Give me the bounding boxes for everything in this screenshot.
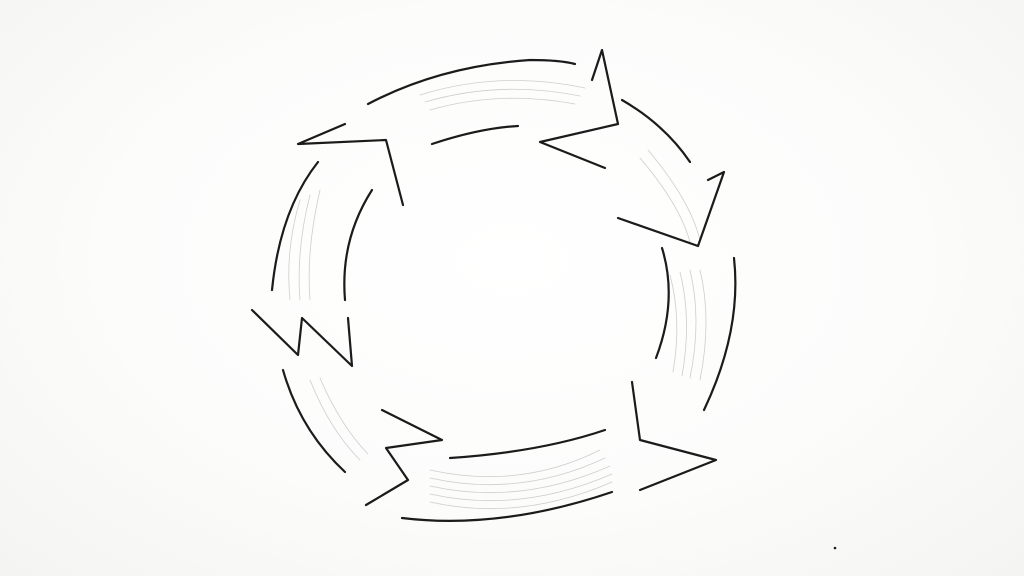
arc-outer-right <box>702 256 737 412</box>
arc-outer-top <box>366 58 577 106</box>
arc-inner-top <box>430 124 520 146</box>
arc-outer-bottom <box>400 490 614 522</box>
cycle-arrow-bottom <box>400 380 718 522</box>
cycle-arrow-top-left <box>270 122 405 302</box>
cycle-arrow-bottom-left <box>281 368 444 507</box>
arc-outer-right-upper <box>620 98 692 164</box>
arrowhead-bottom-left <box>364 408 444 507</box>
arrowhead-bottom-right <box>630 380 718 492</box>
arc-inner-right <box>654 246 670 360</box>
arc-outer-left <box>270 160 320 292</box>
arrowhead-left <box>250 308 354 368</box>
arc-inner-bottom <box>448 428 607 460</box>
cycle-arrow-top <box>366 48 620 170</box>
arc-inner-left <box>343 188 374 302</box>
arrowhead-right <box>616 170 726 248</box>
cycle-arrow-left <box>250 308 354 368</box>
ink-dot <box>833 546 837 550</box>
ring-shading <box>288 80 707 510</box>
arc-outer-bottom-left <box>281 368 347 474</box>
arrowhead-top-right <box>538 48 620 170</box>
arrowhead-top-left <box>296 122 405 207</box>
cycle-arrow-right <box>616 98 737 412</box>
